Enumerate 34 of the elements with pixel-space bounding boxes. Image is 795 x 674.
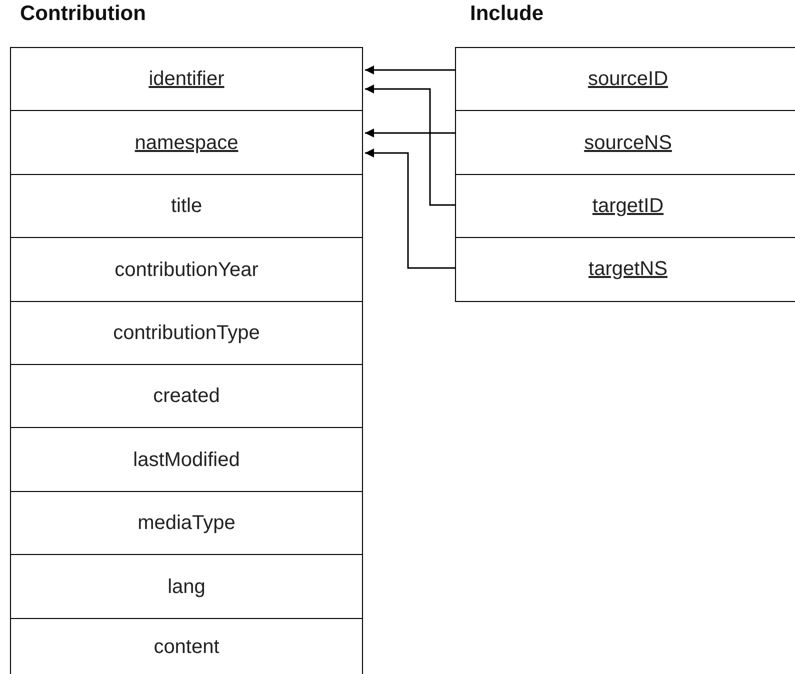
table-row	[455, 47, 795, 112]
field-name: targetID	[592, 195, 664, 218]
field-name: lang	[168, 576, 206, 599]
table-row	[10, 490, 363, 556]
field-name: identifier	[148, 68, 224, 92]
field-name: content	[154, 636, 220, 659]
field-name: title	[170, 195, 202, 218]
field-name: mediaType	[138, 512, 236, 536]
field-name: created	[153, 385, 220, 408]
field-name: contributionYear	[114, 258, 258, 282]
field-name: sourceID	[588, 68, 668, 92]
table-row	[10, 554, 363, 620]
field-name: lastModified	[133, 448, 240, 472]
table-row	[10, 110, 363, 176]
table-row	[10, 427, 363, 492]
table-row	[455, 174, 795, 239]
table-row	[455, 237, 795, 302]
table-row	[10, 237, 363, 302]
table-row	[10, 364, 363, 429]
field-name: sourceNS	[584, 132, 672, 155]
arrow	[365, 84, 455, 206]
table-row	[10, 47, 363, 112]
field-name: contributionType	[113, 322, 260, 346]
field-name: namespace	[134, 132, 238, 155]
table-row	[10, 618, 363, 674]
table-row	[10, 300, 363, 366]
field-name: targetNS	[588, 258, 668, 282]
arrow	[365, 66, 455, 74]
table-title: Include	[470, 2, 544, 26]
arrow	[365, 148, 455, 269]
arrow	[365, 128, 455, 138]
table-title: Contribution	[20, 2, 146, 26]
table-row	[455, 110, 795, 176]
table-row	[10, 174, 363, 239]
